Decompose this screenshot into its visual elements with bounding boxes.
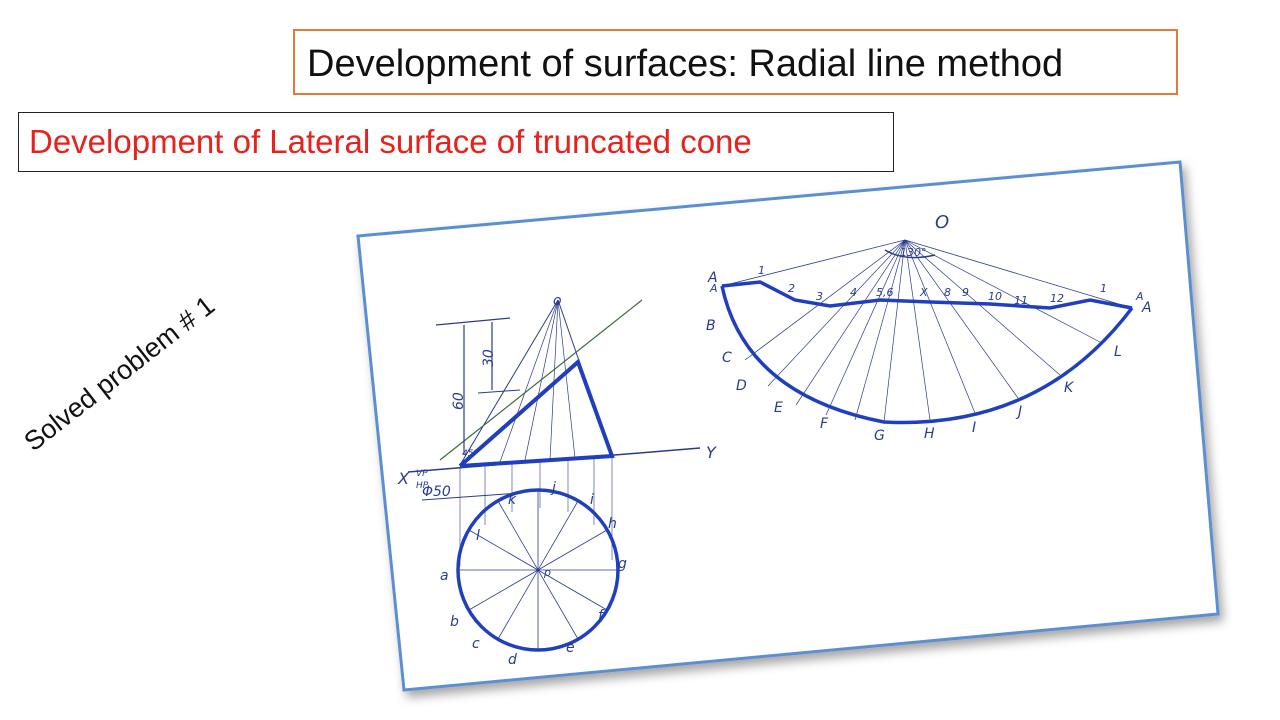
diameter-label: Φ50 — [422, 484, 451, 500]
plan-letter: l — [476, 528, 480, 544]
plan-letter: g — [618, 556, 627, 572]
arc-letter: G — [874, 428, 885, 444]
drawing-labels: o O 130° 60 30 Φ50 X Y VP HP 45° p a b c… — [397, 212, 1152, 668]
top-number: 9 — [962, 286, 969, 299]
arc-letter: A — [1141, 300, 1152, 316]
dev-apex-label: O — [935, 212, 949, 233]
top-number: X — [919, 286, 928, 299]
plan-letter: j — [550, 480, 556, 496]
plan-letter: c — [472, 636, 480, 652]
development-top-curve — [721, 280, 1133, 310]
arc-letter: H — [924, 426, 935, 442]
top-number: 3 — [816, 290, 823, 303]
drawing-sheet — [356, 160, 1220, 692]
top-number: 1 — [1100, 282, 1107, 295]
dim-60-label: 60 — [451, 392, 467, 410]
development — [720, 239, 1134, 425]
y-label: Y — [706, 443, 717, 462]
plan-letter: i — [590, 492, 594, 508]
arc-letter: C — [722, 350, 732, 366]
arc-letter: B — [706, 318, 716, 334]
top-number: A — [709, 282, 718, 295]
arc-letter: E — [774, 400, 783, 416]
arc-letter: I — [972, 420, 976, 436]
plan-letter: f — [598, 608, 605, 624]
development-arc — [720, 285, 1134, 425]
plan-letter: h — [608, 516, 617, 532]
top-number: 8 — [944, 286, 951, 299]
plan-letter: e — [566, 640, 575, 656]
arc-letter: K — [1064, 380, 1075, 396]
plan-center-label: p — [543, 566, 551, 579]
top-number: 1 — [758, 264, 765, 277]
page-title: Development of surfaces: Radial line met… — [293, 29, 1178, 95]
top-number: 12 — [1050, 292, 1064, 305]
top-number: A — [1135, 290, 1144, 303]
plan-letter: d — [508, 652, 517, 668]
frustum-outline — [458, 358, 615, 468]
angle-45-label: 45° — [462, 449, 478, 459]
arc-letter: D — [736, 378, 747, 394]
top-number: 2 — [788, 282, 795, 295]
top-number: 5,6 — [876, 286, 894, 299]
plan-view — [456, 488, 620, 652]
arc-letter: J — [1015, 404, 1022, 420]
subtitle: Development of Lateral surface of trunca… — [18, 112, 894, 172]
top-number: 11 — [1014, 294, 1028, 307]
top-number: 10 — [988, 290, 1002, 303]
x-label: X — [397, 469, 410, 488]
plan-letter: b — [450, 614, 459, 630]
arc-letter: A — [707, 270, 718, 286]
dim-30-label: 30 — [481, 349, 497, 367]
plan-letter: a — [440, 568, 449, 584]
plan-letter: k — [508, 492, 517, 508]
top-number: 4 — [850, 286, 857, 299]
hp-label: HP — [416, 481, 429, 491]
angle-label: 130° — [900, 246, 927, 259]
arc-letter: F — [820, 416, 829, 432]
apex-label: o — [553, 293, 562, 309]
vp-label: VP — [416, 469, 428, 479]
arc-letter: L — [1114, 344, 1122, 360]
